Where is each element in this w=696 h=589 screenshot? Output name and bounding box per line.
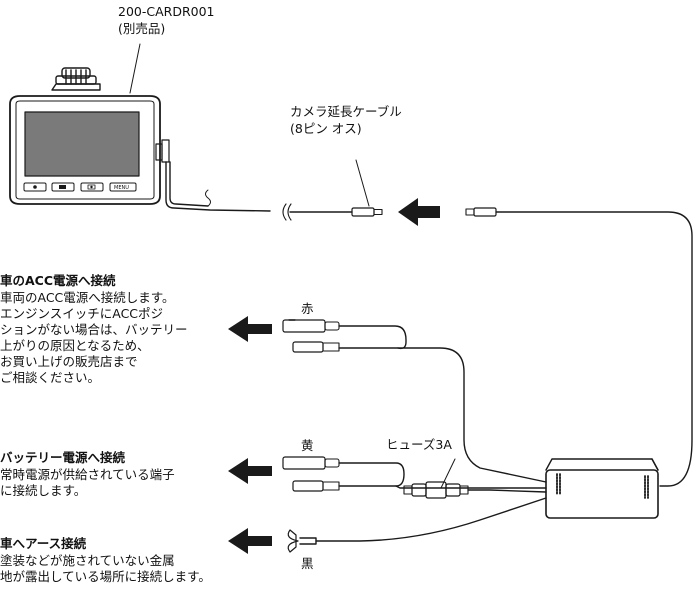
ground-wire [287, 497, 547, 553]
insert-arrow [398, 198, 440, 226]
fuse-holder [403, 458, 547, 499]
dash-recorder [9, 95, 161, 205]
acc-line: エンジンスイッチにACCポジ [0, 306, 164, 321]
acc-line: お買い上げの販売店まで [0, 354, 138, 369]
fuse-label: ヒューズ3A [386, 437, 452, 452]
yellow-wire-label: 黄 [301, 438, 314, 453]
camera-cable-leader [355, 159, 370, 207]
ground-arrow [228, 528, 272, 554]
ground-line: 塗装などが施されていない金属 [0, 553, 175, 568]
ground-line: 地が露出している場所に接続します。 [0, 569, 211, 584]
red-wire [282, 319, 547, 483]
battery-line: に接続します。 [0, 483, 87, 498]
model-note: (別売品) [118, 21, 166, 36]
acc-arrow [228, 316, 272, 342]
camera-cable-note: (8ピン オス) [290, 121, 362, 136]
yellow-wire [282, 456, 547, 492]
acc-line: ご相談ください。 [0, 370, 101, 385]
battery-line: 常時電源が供給されている端子 [0, 467, 175, 482]
model-label: 200-CARDR001 [118, 4, 215, 19]
recorder-screen [24, 111, 140, 177]
acc-line: 車両のACC電源へ接続します。 [0, 290, 175, 305]
ground-heading: 車へアース接続 [0, 536, 87, 551]
recorder-cable [155, 139, 383, 221]
model-leader-line [129, 43, 141, 94]
acc-heading: 車のACC電源へ接続 [0, 273, 116, 288]
acc-line: ションがない場合は、バッテリー [0, 322, 188, 337]
camera-cable-label: カメラ延長ケーブル [290, 104, 402, 119]
power-box [545, 458, 659, 519]
suction-mount [51, 67, 101, 91]
extension-cable [465, 207, 693, 487]
battery-heading: バッテリー電源へ接続 [0, 450, 126, 465]
red-wire-label: 赤 [301, 301, 314, 316]
battery-arrow [228, 458, 272, 484]
acc-line: 上がりの原因となるため、 [0, 338, 150, 353]
black-wire-label: 黒 [301, 556, 314, 571]
menu-key-label: MENU [114, 185, 129, 191]
